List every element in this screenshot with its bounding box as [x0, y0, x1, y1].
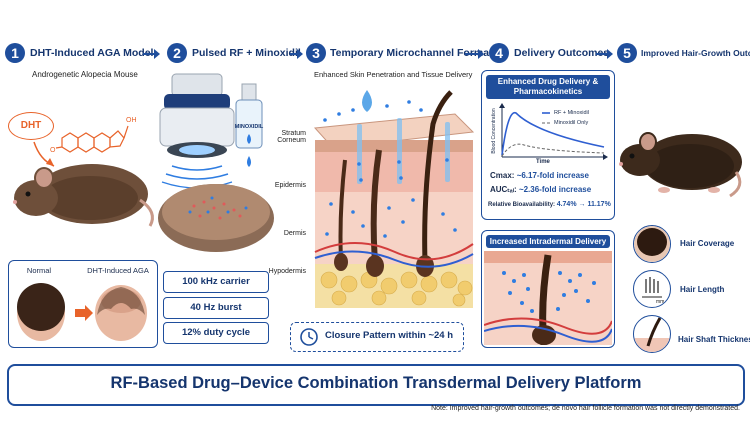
steroid-structure-icon — [55, 125, 129, 153]
auc-row: AUCₜₐₗ: ~2.36-fold increase — [490, 185, 592, 194]
platform-banner-title: RF-Based Drug–Device Combination Transde… — [110, 374, 642, 392]
layer-epidermis: Epidermis — [274, 182, 306, 189]
layer-dermis: Dermis — [283, 230, 306, 237]
step-arrow — [465, 49, 484, 59]
pk-title: Enhanced Drug Delivery & Pharmacokinetic… — [486, 75, 610, 99]
rf-device-illustration: MINOXIDIL — [158, 73, 274, 252]
drug-droplet-icon — [362, 90, 372, 112]
auc-value: ~2.36-fold increase — [518, 185, 592, 194]
pk-x-axis-label: Time — [536, 159, 550, 165]
dht-mouse-illustration: O OH — [13, 117, 154, 227]
pk-chart: Blood Concentration — [491, 103, 608, 160]
step-3-number: 3 — [306, 43, 326, 63]
pk-box: Enhanced Drug Delivery & Pharmacokinetic… — [481, 70, 615, 220]
cmax-value: ~6.17-fold increase — [516, 171, 589, 180]
cmax-label: Cmax — [490, 171, 512, 180]
pk-series-rf — [501, 111, 605, 156]
closure-pattern-box: Closure Pattern within ~24 h — [290, 322, 464, 352]
svg-text:OH: OH — [126, 117, 137, 124]
aga-label: DHT-Induced AGA — [87, 266, 149, 275]
bioavailability-label: Relative Bioavailability: — [488, 202, 556, 208]
param-duty-cycle: 12% duty cycle — [163, 322, 269, 344]
clock-icon — [300, 328, 318, 346]
step-arrow — [143, 49, 160, 59]
intradermal-title: Increased Intradermal Delivery — [486, 235, 610, 248]
aga-model-subtitle: Androgenetic Alopecia Mouse — [32, 70, 138, 79]
treated-mouse-illustration — [619, 132, 742, 198]
hair-shaft-icon — [633, 315, 671, 353]
layer-hypodermis: Hypodermis — [268, 268, 306, 275]
minoxidil-bottle-label: MINOXIDIL — [235, 124, 264, 130]
svg-text:O: O — [50, 147, 56, 154]
cmax-row: Cmax: ~6.17-fold increase — [490, 171, 589, 180]
step-3-title: Temporary Microchannel Formation — [330, 47, 509, 59]
mm-label: mm — [656, 299, 664, 305]
step-2-title: Pulsed RF + Minoxidil — [192, 47, 301, 59]
param-burst: 40 Hz burst — [163, 297, 269, 319]
param-carrier: 100 kHz carrier — [163, 271, 269, 293]
hair-length-icon: mm — [633, 270, 671, 308]
step-2-number: 2 — [167, 43, 187, 63]
pk-y-axis-label: Blood Concentration — [491, 108, 497, 154]
closure-pattern-label: Closure Pattern within ~24 h — [325, 330, 454, 341]
outcome-hair-coverage: Hair Coverage — [680, 239, 735, 248]
skin-cross-section-illustration — [313, 90, 475, 308]
penetration-subtitle: Enhanced Skin Penetration and Tissue Del… — [314, 70, 473, 79]
step-arrow — [596, 49, 613, 59]
dht-label: DHT — [8, 112, 54, 140]
legend-minoxidil-only: Minoxidil Only — [554, 120, 589, 126]
step-1-title: DHT-Induced AGA Model — [30, 47, 154, 59]
intradermal-illustration — [484, 251, 612, 345]
layer-stratum-corneum: Stratum Corneum — [277, 130, 306, 144]
step-arrow — [290, 49, 303, 59]
step-5-number: 5 — [617, 43, 637, 63]
hair-comparison-illustration — [17, 283, 147, 341]
step-4-title: Delivery Outcomes — [514, 47, 610, 59]
legend-rf: RF + Minoxidil — [554, 110, 589, 116]
normal-label: Normal — [26, 266, 52, 275]
bioavailability-row: Relative Bioavailability: 4.74% → 11.17% — [488, 201, 611, 208]
bioavailability-value: 4.74% → 11.17% — [556, 201, 611, 208]
footnote: Note: Improved hair-growth outcomes; de … — [431, 405, 740, 412]
pk-series-minoxidil-only — [501, 143, 605, 157]
intradermal-box: Increased Intradermal Delivery — [481, 230, 615, 348]
outcome-hair-shaft-thickness: Hair Shaft Thickness — [678, 335, 750, 344]
arrow-right-icon — [75, 305, 93, 321]
hair-coverage-icon — [633, 225, 671, 263]
platform-banner: RF-Based Drug–Device Combination Transde… — [7, 364, 745, 406]
auc-label: AUCₜₐₗ — [490, 185, 515, 194]
step-5-title: Improved Hair-Growth Outcomes — [641, 48, 750, 58]
step-4-number: 4 — [489, 43, 509, 63]
outcome-hair-length: Hair Length — [680, 285, 725, 294]
hair-comparison-box: Normal DHT-Induced AGA — [8, 260, 158, 348]
step-1-number: 1 — [5, 43, 25, 63]
